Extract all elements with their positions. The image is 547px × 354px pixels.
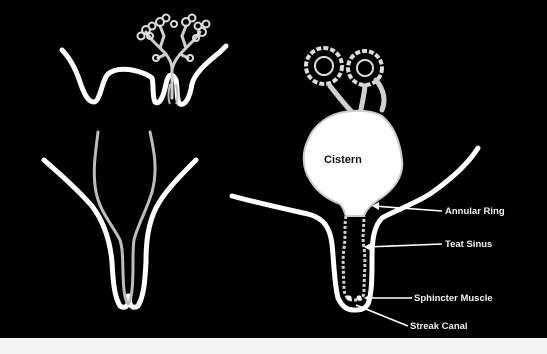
alveoli-clusters <box>138 15 210 62</box>
alveolus-right-lumen <box>357 60 373 76</box>
alveolus-left-lumen <box>315 57 333 75</box>
pointer-streak-canal <box>356 305 408 326</box>
milk-ducts <box>330 80 384 114</box>
sphincter-left-dot <box>346 295 351 300</box>
teat-sinus <box>343 216 365 300</box>
udder-skin-outline <box>62 46 226 104</box>
label-pointers <box>356 206 442 326</box>
label-cistern: Cistern <box>324 154 362 166</box>
udder-surface-illustration <box>62 15 226 105</box>
label-streak-canal: Streak Canal <box>410 321 468 332</box>
teat-cross-section-simple <box>44 132 196 307</box>
label-sphincter-muscle: Sphincter Muscle <box>414 293 493 304</box>
detailed-gland-teat <box>232 48 478 326</box>
label-teat-sinus: Teat Sinus <box>445 239 492 250</box>
alveolus-left <box>306 48 342 84</box>
sphincter-right-dot <box>356 295 361 300</box>
label-annular-ring: Annular Ring <box>445 206 505 217</box>
pointer-teat-sinus <box>366 244 442 247</box>
teat-outer-outline <box>44 160 196 307</box>
bottom-frame-border <box>0 338 547 354</box>
